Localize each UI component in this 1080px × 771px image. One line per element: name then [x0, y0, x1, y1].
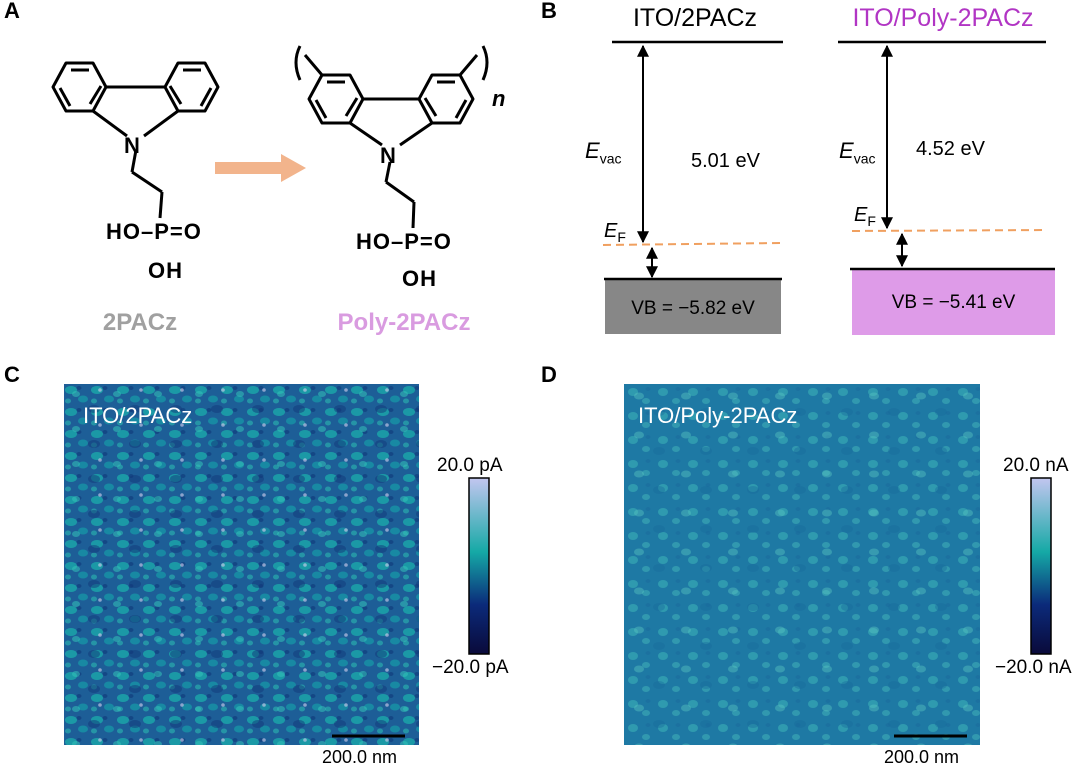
energy-title-ito-poly-2pacz: ITO/Poly-2PACz [852, 4, 1034, 32]
scale-label-c: 200.0 nm [322, 747, 398, 767]
phosphonic-acid-right: HO–P=O [356, 229, 452, 254]
colorbar-c [468, 477, 490, 655]
oh-label-right: OH [402, 266, 437, 291]
scale-label-d: 200.0 nm [884, 747, 960, 767]
molecule-name-poly-2pacz: Poly-2PACz [337, 309, 471, 336]
afm-map-c [64, 384, 419, 745]
valence-band-right [852, 269, 1055, 335]
ef-label-right: EF [854, 204, 876, 229]
panel-letter-a: A [4, 0, 20, 23]
molecule-name-2pacz: 2PACz [102, 309, 178, 336]
ef-label-left: EF [604, 220, 626, 245]
phosphonic-acid-left: HO–P=O [106, 219, 202, 244]
fermi-level-right [851, 229, 1048, 232]
afm-title-c: ITO/2PACz [83, 403, 193, 428]
nitrogen-label-left: N [124, 133, 141, 158]
carbazole-left [51, 61, 220, 219]
afm-map-d [624, 384, 980, 745]
colorbar-max-c: 20.0 pA [437, 455, 503, 476]
panel-letter-d: D [541, 362, 557, 387]
colorbar-min-d: −20.0 nA [995, 657, 1072, 678]
work-function-value-left: 5.01 eV [691, 150, 760, 172]
vb-label-right: VB = −5.41 eV [891, 292, 1016, 313]
carbazole-right [294, 45, 489, 229]
oh-label-left: OH [148, 258, 183, 283]
panel-letter-c: C [4, 362, 20, 387]
work-function-value-right: 4.52 eV [916, 138, 985, 160]
energy-title-ito-2pacz: ITO/2PACz [632, 4, 758, 32]
colorbar-min-c: −20.0 pA [432, 657, 509, 678]
colorbar-d [1030, 477, 1052, 655]
repeat-unit-n: n [492, 86, 507, 111]
panel-letter-b: B [541, 0, 557, 23]
evac-label-right: Evac [839, 138, 876, 167]
fermi-level-left [602, 242, 781, 246]
vb-label-left: VB = −5.82 eV [631, 298, 755, 319]
afm-title-d: ITO/Poly-2PACz [638, 403, 798, 428]
evac-label-left: Evac [585, 138, 622, 167]
conversion-arrow [215, 154, 306, 182]
colorbar-max-d: 20.0 nA [1003, 455, 1069, 476]
valence-band-left [605, 279, 781, 334]
nitrogen-label-right: N [380, 143, 397, 168]
